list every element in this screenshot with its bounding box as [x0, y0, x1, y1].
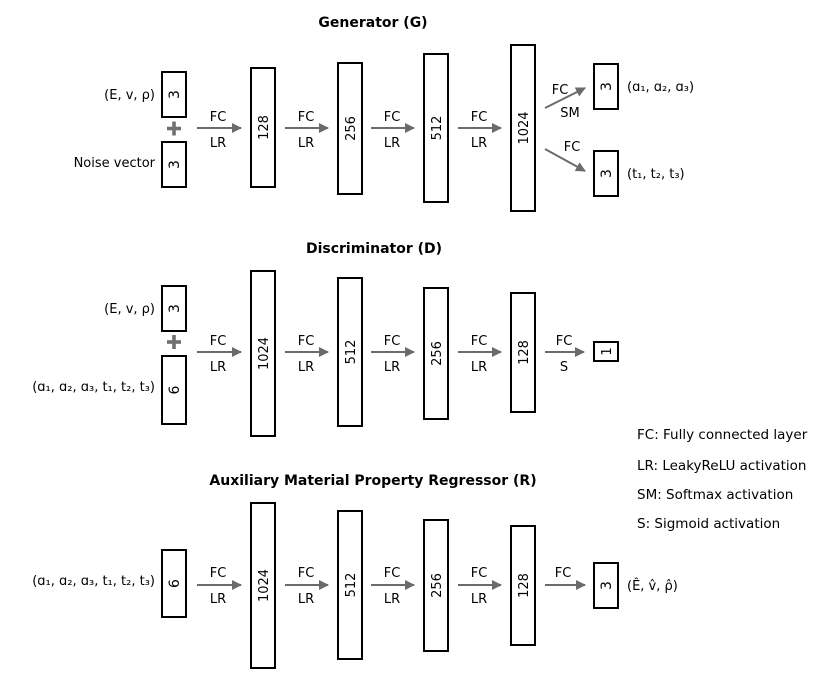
generator-out2-label: (t₁, t₂, t₃): [627, 167, 685, 182]
discriminator-layer-2: [337, 277, 363, 427]
regressor-input-box: [161, 549, 187, 618]
generator-input-properties-size: 3: [167, 90, 183, 99]
generator-input-properties-box: [161, 71, 187, 118]
legend-item-lr: LR: LeakyReLU activation: [637, 458, 806, 474]
regressor-title: Auxiliary Material Property Regressor (R…: [209, 473, 536, 489]
generator-layer-4-size: 1024: [517, 111, 532, 144]
discriminator-layer-4: [510, 292, 536, 413]
discriminator-title: Discriminator (D): [306, 241, 442, 257]
discriminator-geometry-input-box: [161, 355, 187, 425]
regressor-layer-1-size: 1024: [257, 569, 272, 602]
generator-layer-1-size: 128: [257, 115, 272, 140]
generator-fc-label-3: FC: [384, 110, 401, 125]
generator-lr-label-4: LR: [471, 136, 487, 151]
discriminator-section: Discriminator (D) (E, v, ρ) 3 (ɑ₁, ɑ₂, ɑ…: [32, 241, 619, 437]
regressor-layer-4-size: 128: [517, 573, 532, 598]
legend-item-fc: FC: Fully connected layer: [637, 427, 808, 443]
legend: FC: Fully connected layer LR: LeakyReLU …: [637, 427, 808, 532]
discriminator-input-properties-size: 3: [167, 304, 183, 313]
discriminator-lr-label-1: LR: [210, 360, 226, 375]
generator-out1-box: [593, 63, 619, 110]
generator-out2-fc-label: FC: [564, 140, 581, 155]
regressor-out-size: 3: [599, 581, 615, 590]
generator-out1-softmax-label: SM: [560, 106, 579, 121]
discriminator-layer-1-size: 1024: [257, 337, 272, 370]
generator-lr-label-3: LR: [384, 136, 400, 151]
regressor-layer-2: [337, 510, 363, 660]
generator-out2-arrow: [544, 148, 586, 172]
regressor-lr-label-1: LR: [210, 592, 226, 607]
discriminator-lr-label-2: LR: [298, 360, 314, 375]
regressor-layer-3-size: 256: [430, 573, 445, 598]
regressor-layer-2-size: 512: [344, 573, 359, 598]
discriminator-lr-label-4: LR: [471, 360, 487, 375]
generator-plus-icon: [167, 121, 181, 136]
discriminator-input-properties-label: (E, v, ρ): [104, 302, 155, 317]
regressor-layer-3: [423, 519, 449, 652]
discriminator-layer-4-size: 128: [517, 340, 532, 365]
regressor-input-size: 6: [167, 579, 183, 588]
discriminator-lr-label-3: LR: [384, 360, 400, 375]
discriminator-fc-label-2: FC: [298, 334, 315, 349]
generator-layer-4: [510, 44, 536, 212]
generator-out1-label: (ɑ₁, ɑ₂, ɑ₃): [627, 80, 694, 95]
regressor-section: Auxiliary Material Property Regressor (R…: [32, 473, 678, 669]
regressor-fc-label-2: FC: [298, 566, 315, 581]
discriminator-fc-label-1: FC: [210, 334, 227, 349]
discriminator-out-box: [593, 341, 619, 362]
generator-out2-box: [593, 150, 619, 197]
regressor-layer-4: [510, 525, 536, 646]
generator-layer-1: [250, 67, 276, 188]
generator-fc-label-2: FC: [298, 110, 315, 125]
generator-input-properties-label: (E, v, ρ): [104, 88, 155, 103]
discriminator-geometry-input-label: (ɑ₁, ɑ₂, ɑ₃, t₁, t₂, t₃): [32, 380, 155, 395]
discriminator-plus-icon: [167, 335, 181, 349]
generator-out2-size: 3: [599, 169, 615, 178]
regressor-lr-label-2: LR: [298, 592, 314, 607]
generator-layer-2-size: 256: [344, 116, 359, 141]
generator-out1-fc-label: FC: [552, 83, 569, 98]
discriminator-out-sigmoid-label: S: [560, 360, 568, 375]
generator-noise-vector-box: [161, 141, 187, 188]
legend-item-sm: SM: Softmax activation: [637, 487, 793, 503]
regressor-out-label: (Ê, v̂, ρ̂): [627, 578, 678, 594]
generator-fc-label-1: FC: [210, 110, 227, 125]
regressor-fc-label-1: FC: [210, 566, 227, 581]
generator-section: Generator (G) (E, v, ρ) 3 Noise vector 3…: [74, 15, 694, 212]
discriminator-layer-3: [423, 287, 449, 420]
generator-out1-size: 3: [599, 82, 615, 91]
generator-layer-3-size: 512: [430, 116, 445, 141]
regressor-lr-label-4: LR: [471, 592, 487, 607]
regressor-fc-label-4: FC: [471, 566, 488, 581]
generator-title: Generator (G): [318, 15, 427, 31]
generator-fc-label-4: FC: [471, 110, 488, 125]
legend-item-s: S: Sigmoid activation: [637, 516, 780, 532]
generator-noise-vector-label: Noise vector: [74, 156, 156, 171]
discriminator-geometry-input-size: 6: [167, 385, 183, 394]
generator-lr-label-2: LR: [298, 136, 314, 151]
discriminator-layer-3-size: 256: [430, 341, 445, 366]
generator-noise-vector-size: 3: [167, 160, 183, 169]
discriminator-out-fc-label: FC: [556, 334, 573, 349]
regressor-input-label: (ɑ₁, ɑ₂, ɑ₃, t₁, t₂, t₃): [32, 574, 155, 589]
discriminator-layer-2-size: 512: [344, 340, 359, 365]
generator-layer-3: [423, 53, 449, 203]
discriminator-layer-1: [250, 270, 276, 437]
discriminator-fc-label-3: FC: [384, 334, 401, 349]
generator-lr-label-1: LR: [210, 136, 226, 151]
discriminator-fc-label-4: FC: [471, 334, 488, 349]
generator-out1-arrow: [544, 87, 586, 109]
generator-layer-2: [337, 62, 363, 195]
discriminator-out-size: 1: [600, 347, 615, 355]
regressor-lr-label-3: LR: [384, 592, 400, 607]
discriminator-input-properties-box: [161, 285, 187, 332]
regressor-layer-1: [250, 502, 276, 669]
regressor-fc-label-3: FC: [384, 566, 401, 581]
regressor-out-fc-label: FC: [555, 566, 572, 581]
regressor-out-box: [593, 562, 619, 609]
